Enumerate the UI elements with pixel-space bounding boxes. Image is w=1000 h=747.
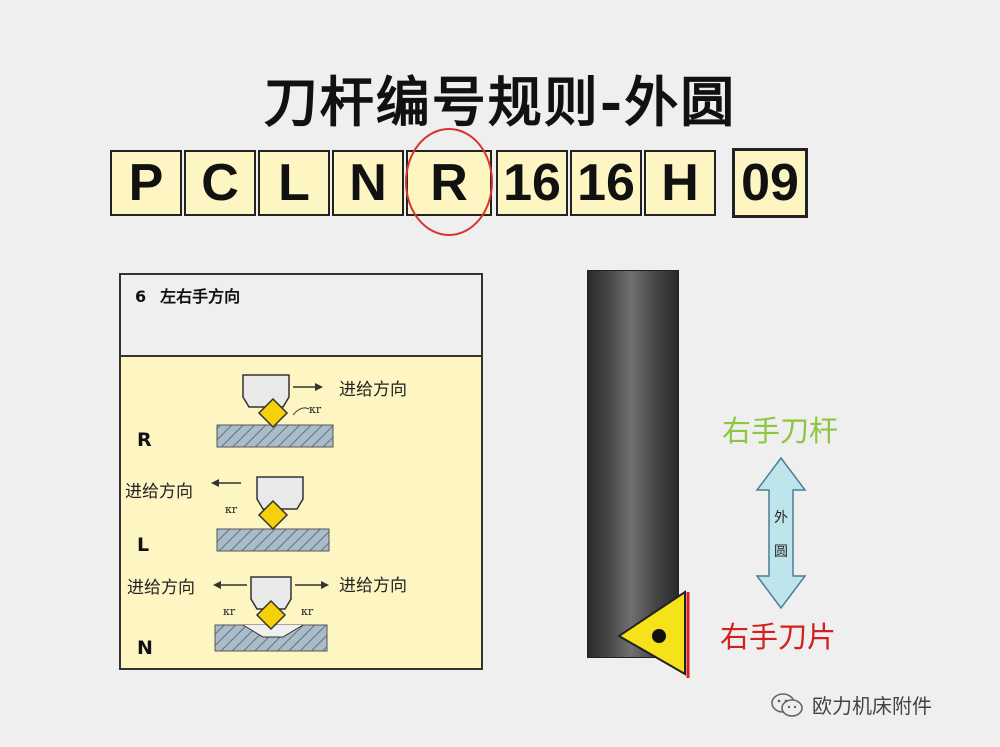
tool-diagrams: κr κr κr κr — [211, 374, 334, 652]
direction-panel: 6 左右手方向 κr κr — [119, 273, 483, 670]
watermark: 欧力机床附件 — [770, 690, 932, 719]
insert-triangle — [617, 590, 690, 678]
wechat-icon — [771, 692, 803, 717]
left-hand-diagram: κr — [211, 476, 330, 552]
insert-r — [257, 397, 289, 429]
panel-header: 6 左右手方向 — [121, 275, 481, 357]
left-arrow-icon — [211, 479, 219, 487]
arrow-text-2: 圆 — [774, 544, 788, 560]
row-letter-l: L — [137, 534, 150, 556]
insert-label: 右手刀片 — [720, 620, 837, 654]
code-box-p: P — [110, 150, 182, 216]
code-box-16a: 16 — [496, 150, 568, 216]
svg-text:κr: κr — [225, 503, 238, 516]
insert-l — [257, 499, 289, 531]
feed-label-r: 进给方向 — [339, 380, 407, 400]
code-box-c: C — [184, 150, 256, 216]
workpiece-l — [216, 528, 330, 552]
panel-heading: 左右手方向 — [160, 287, 241, 306]
highlight-circle — [405, 128, 493, 236]
code-box-l: L — [258, 150, 330, 216]
row-letter-r: R — [137, 429, 152, 451]
insert-n — [255, 599, 287, 631]
feed-label-n-left: 进给方向 — [127, 578, 195, 598]
holder-n — [250, 576, 292, 610]
svg-text:κr: κr — [223, 605, 236, 618]
svg-text:κr: κr — [309, 403, 322, 416]
code-box-h: H — [644, 150, 716, 216]
feed-label-n-right: 进给方向 — [339, 576, 407, 596]
holder-label: 右手刀杆 — [722, 414, 839, 448]
watermark-text: 欧力机床附件 — [812, 694, 932, 718]
feed-label-l: 进给方向 — [125, 482, 193, 502]
code-box-16b: 16 — [570, 150, 642, 216]
page-title: 刀杆编号规则-外圆 — [263, 70, 737, 134]
row-letter-n: N — [137, 637, 153, 659]
code-box-09: 09 — [732, 148, 808, 218]
right-hand-diagram: κr — [216, 374, 334, 448]
svg-text:κr: κr — [301, 605, 314, 618]
code-box-n: N — [332, 150, 404, 216]
arrow-text-1: 外 — [774, 510, 788, 526]
panel-number: 6 — [135, 287, 147, 306]
holder-l — [256, 476, 304, 510]
workpiece-r — [216, 424, 334, 448]
double-arrow-icon — [755, 456, 807, 610]
right-arrow-icon — [315, 383, 323, 391]
neutral-diagram: κr κr — [213, 576, 329, 652]
tool-holder-bar — [587, 270, 679, 658]
holder-r — [242, 374, 290, 408]
